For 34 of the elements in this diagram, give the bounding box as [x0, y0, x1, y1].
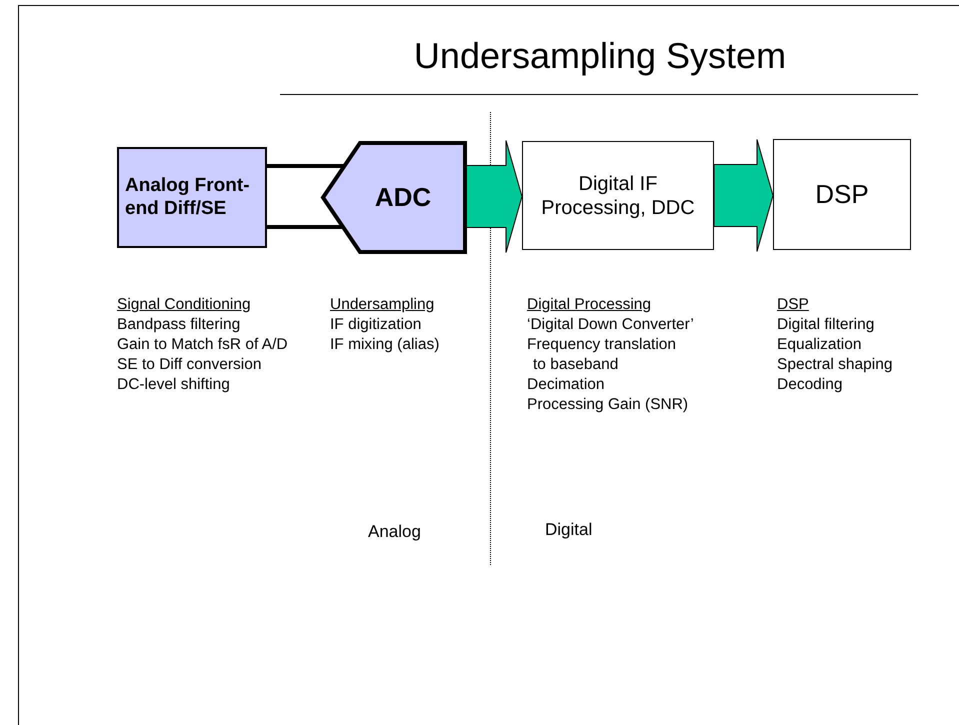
list-item: IF digitization: [330, 316, 422, 335]
list-item: Gain to Match fsR of A/D: [117, 336, 288, 355]
list-item: Processing Gain (SNR): [527, 396, 688, 415]
process-box: [522, 141, 714, 250]
connector-line: [267, 164, 344, 168]
list-item: IF mixing (alias): [330, 336, 440, 355]
column-heading: Undersampling: [330, 296, 434, 315]
list-item: Bandpass filtering: [117, 316, 240, 335]
domain-label: Digital: [545, 520, 592, 540]
title: Undersampling System: [412, 35, 788, 77]
process-box: [117, 147, 267, 248]
domain-label: Analog: [368, 522, 421, 542]
list-item: Equalization: [777, 336, 862, 355]
process-box: [773, 139, 911, 250]
node-label: Analog Front-end Diff/SE: [124, 174, 251, 220]
list-item: DC-level shifting: [117, 376, 230, 395]
list-item: Spectral shaping: [777, 356, 892, 375]
list-item: SE to Diff conversion: [117, 356, 262, 375]
connector-line: [267, 225, 344, 229]
node-label: ADC: [374, 182, 432, 214]
list-item: Decimation: [527, 376, 605, 395]
list-item: Digital filtering: [777, 316, 874, 335]
adc-block: [323, 143, 465, 252]
node-label: DSP: [814, 178, 870, 210]
list-item: to baseband: [533, 356, 618, 375]
block-arrow: [714, 139, 774, 252]
list-item: ‘Digital Down Converter’: [527, 316, 694, 335]
column-heading: Digital Processing: [527, 296, 652, 315]
block-arrow: [464, 140, 523, 253]
column-heading: Signal Conditioning: [117, 296, 251, 315]
list-item: Frequency translation: [527, 336, 676, 355]
column-heading: DSP: [777, 296, 809, 315]
list-item: Decoding: [777, 376, 842, 395]
node-label: Digital IF Processing, DDC: [540, 172, 696, 220]
